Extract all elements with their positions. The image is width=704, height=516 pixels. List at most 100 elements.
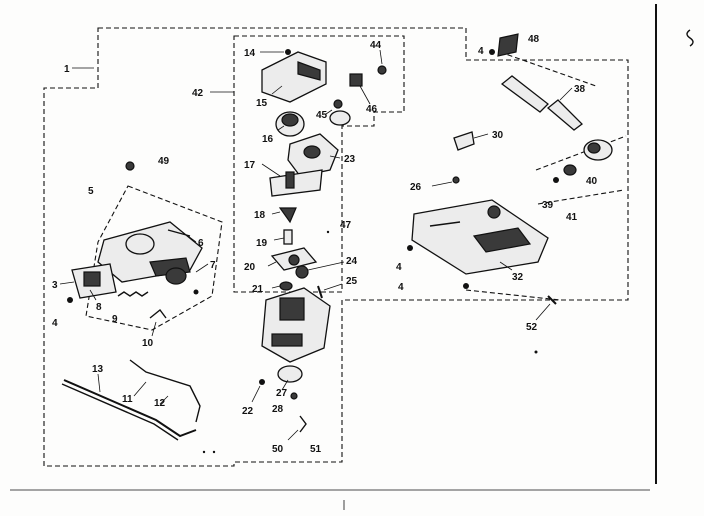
leader-23 <box>329 155 341 159</box>
leader-8 <box>89 289 97 301</box>
rod-part-38 <box>500 75 583 131</box>
callout-47: 47 <box>340 220 352 231</box>
leader-26 <box>431 181 453 187</box>
motor-part-40 <box>583 139 613 161</box>
callout-3: 3 <box>52 280 58 291</box>
left-group-outline-dashed <box>85 185 223 331</box>
leader-7 <box>195 263 209 273</box>
callout-4: 4 <box>398 282 404 293</box>
screw-part-6 <box>167 229 191 237</box>
callout-6: 6 <box>198 238 204 249</box>
callout-46: 46 <box>366 104 378 115</box>
callout-9: 9 <box>112 314 118 325</box>
callout-1: 1 <box>64 64 70 75</box>
screw-part-4-top <box>489 49 495 55</box>
clip-part-46 <box>349 73 363 87</box>
leader-52 <box>535 303 551 321</box>
callout-8: 8 <box>96 302 102 313</box>
leader-11 <box>133 381 147 397</box>
scan-mark-corner <box>686 29 694 47</box>
callout-22: 22 <box>242 406 254 417</box>
coil-part-16 <box>275 111 305 137</box>
pin-part-25 <box>317 285 323 299</box>
leader-19 <box>273 237 285 241</box>
leader-10 <box>151 321 157 337</box>
base-plate-part-32 <box>411 199 549 275</box>
bracket-part-17 <box>269 169 323 197</box>
callout-18: 18 <box>254 210 266 221</box>
screw-part-4-right <box>407 245 413 251</box>
callout-12: 12 <box>154 398 166 409</box>
callout-26: 26 <box>410 182 422 193</box>
leader-24 <box>307 261 345 271</box>
valve-part-18 <box>278 207 297 224</box>
body-part-main <box>261 287 331 363</box>
group-41-leader-dashed-2 <box>537 189 625 205</box>
assembly-outline-dashed <box>43 27 629 467</box>
leader-13 <box>97 373 101 393</box>
scan-speck <box>202 450 206 454</box>
callout-17: 17 <box>244 160 256 171</box>
washer-part-21 <box>279 281 293 291</box>
screw-part-49 <box>125 161 135 171</box>
connector-part-27 <box>277 365 303 383</box>
callout-40: 40 <box>586 176 598 187</box>
group-41-leader-dashed <box>535 135 627 171</box>
housing-part-23 <box>287 133 339 177</box>
callout-14: 14 <box>244 48 256 59</box>
screw-part-44 <box>377 65 387 75</box>
leader-22 <box>251 385 261 403</box>
callout-4: 4 <box>52 318 58 329</box>
leader-32 <box>499 261 513 271</box>
bracket-part-5 <box>97 221 203 285</box>
rod-part-13 <box>63 379 197 438</box>
scan-speck <box>534 350 538 354</box>
switch-part-3 <box>71 263 117 299</box>
callout-11: 11 <box>122 394 133 405</box>
callout-21: 21 <box>252 284 264 295</box>
callout-5: 5 <box>88 186 94 197</box>
ring-part-45 <box>329 110 351 126</box>
clip-part-30 <box>453 131 475 151</box>
wire-part-11-12 <box>129 359 201 423</box>
sub-assembly-outline-dashed <box>233 35 405 293</box>
ring-part-24 <box>295 265 309 279</box>
callout-15: 15 <box>256 98 268 109</box>
callout-20: 20 <box>244 262 256 273</box>
callout-42: 42 <box>192 88 204 99</box>
leader-3 <box>59 281 75 285</box>
gear-part-39 <box>563 164 577 176</box>
screw-head-4 <box>67 297 73 303</box>
callout-24: 24 <box>346 256 358 267</box>
rod-38-leader-dashed <box>499 51 597 87</box>
callout-52: 52 <box>526 322 538 333</box>
callout-27: 27 <box>276 388 288 399</box>
callout-38: 38 <box>574 84 586 95</box>
leader-30 <box>473 133 489 139</box>
callout-30: 30 <box>492 130 504 141</box>
bracket-part-48 <box>497 33 519 57</box>
screw-part-52 <box>547 295 557 305</box>
leader-27 <box>281 379 289 391</box>
callout-51: 51 <box>310 444 322 455</box>
callout-4: 4 <box>396 262 402 273</box>
leader-15 <box>271 85 283 95</box>
callout-10: 10 <box>142 338 154 349</box>
callout-39: 39 <box>542 200 554 211</box>
leader-46 <box>359 85 371 105</box>
leader-18 <box>271 211 281 215</box>
rod-part-13-shadow <box>61 383 179 441</box>
callout-25: 25 <box>346 276 358 287</box>
callout-28: 28 <box>272 404 284 415</box>
callout-4: 4 <box>478 46 484 57</box>
callout-13: 13 <box>92 364 104 375</box>
callout-49: 49 <box>158 156 170 167</box>
leader-21 <box>271 285 281 289</box>
clip-part-10 <box>149 309 167 319</box>
leader-6 <box>187 235 197 243</box>
leader-44 <box>379 49 383 65</box>
screw-part-14 <box>285 49 291 55</box>
stem-part-19 <box>283 229 293 245</box>
callout-48: 48 <box>528 34 540 45</box>
